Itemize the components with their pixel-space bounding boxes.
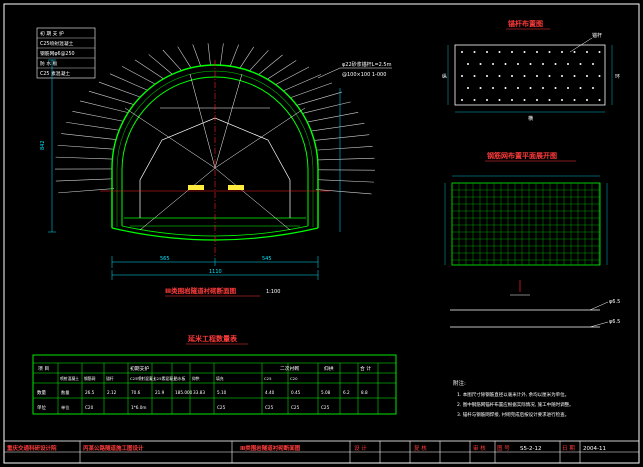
- half-width-right: 545: [262, 256, 272, 262]
- table-group-header: 合 计: [360, 365, 371, 372]
- legend-item: 钢筋网φ6@250: [40, 50, 75, 57]
- table-row-label: 单位: [37, 404, 46, 411]
- table-cell: C20: [85, 405, 94, 410]
- tb-org: 重庆交通科研设计院: [7, 444, 57, 452]
- table-cell: C25: [291, 405, 300, 410]
- lining-inner: [121, 76, 309, 226]
- table-row-label: 数量: [37, 389, 46, 396]
- bolt-note: φ22砂浆锚杆L=2.5m: [342, 61, 392, 68]
- table-cell: 6.2: [343, 390, 350, 395]
- tb-drawing: Ⅲ类围岩隧道衬砌断面图: [240, 444, 301, 452]
- table-sub-header: 锚杆: [106, 376, 114, 381]
- table-cell: 4.40: [265, 390, 275, 395]
- table-group-header: 项 目: [38, 366, 49, 372]
- table-sub-header: C25喷射混凝土: [130, 376, 157, 381]
- legend-item: 防 水 板: [40, 60, 58, 67]
- bolt-label-ring: 环: [615, 74, 620, 80]
- notes: 附注: 1. 本图尺寸除钢筋直径以毫米计外, 余均以厘米为单位。 2. 图中钢筋…: [453, 379, 574, 418]
- table-sub-header: C25: [264, 376, 272, 381]
- quantity-table-title: 延米工程数量表: [187, 334, 238, 343]
- table-cell: 5.10: [217, 390, 227, 395]
- table-cell: 185.000: [175, 390, 193, 395]
- table-cell: C25: [321, 405, 330, 410]
- note-line-3: 3. 锚杆与钢筋网焊接, 衬砌完成后按设计要求进行检查。: [457, 411, 569, 418]
- table-cell: 单位: [61, 404, 69, 411]
- table-sub-header: 填充: [216, 376, 224, 381]
- tb-design: 设 计: [354, 444, 367, 452]
- table-cell: 数量: [61, 389, 69, 396]
- title-block: 重庆交通科研设计院 丙某公路隧道施工图设计 Ⅲ类围岩隧道衬砌断面图 设 计 复 …: [3, 440, 640, 464]
- tb-project: 丙某公路隧道施工图设计: [83, 444, 144, 452]
- table-cell: 33.83: [193, 390, 205, 395]
- mesh-note-2: φ6.5: [609, 319, 620, 325]
- table-sub-header: C25素混凝土: [154, 376, 177, 381]
- mesh-plan-title: 钢筋网布置平面展开图: [487, 151, 557, 160]
- table-cell: 26.5: [85, 390, 95, 395]
- table-group-header: 二次衬砌: [280, 365, 299, 372]
- table-cell: C25: [265, 405, 274, 410]
- half-width-left: 565: [160, 256, 170, 262]
- bolt-layout: 锚杆布置图 锚杆 纵 横 环: [442, 19, 620, 122]
- note-line-1: 1. 本图尺寸除钢筋直径以毫米计外, 余均以厘米为单位。: [457, 391, 569, 398]
- table-cell: 1*6.0m: [131, 405, 147, 410]
- table-sub-header: 防水板: [174, 376, 186, 381]
- table-sub-header: 仰拱: [192, 376, 200, 381]
- table-cell: 5.08: [321, 390, 331, 395]
- mesh-plan: 钢筋网布置平面展开图 φ6.5 φ6.5: [444, 151, 620, 328]
- bolt-label: 锚杆: [592, 32, 602, 39]
- height-dimension: 842: [40, 140, 46, 150]
- tb-review: 审 核: [473, 444, 486, 452]
- table-sub-header: 喷射混凝土: [60, 376, 79, 381]
- legend-item: C25 素混凝土: [40, 70, 70, 77]
- tb-date-label: 日 期: [562, 445, 575, 452]
- table-cell: 8.8: [361, 390, 368, 395]
- mesh-note: @100×100 1-000: [342, 72, 386, 78]
- tb-check: 复 核: [414, 444, 427, 452]
- bolt-label-transverse: 横: [528, 115, 533, 122]
- tb-drawing-no: S5-2-12: [520, 446, 541, 452]
- table-cell: 70.6: [131, 390, 141, 395]
- legend-item: 初 期 支 护: [40, 30, 64, 37]
- table-cell: 2.12: [107, 390, 117, 395]
- mesh-note-1: φ6.5: [609, 299, 620, 305]
- legend-item: C25喷射混凝土: [40, 40, 74, 47]
- table-cell: 21.9: [155, 390, 165, 395]
- table-group-header: 仰拱: [324, 365, 334, 372]
- table-cell: C25: [217, 405, 226, 410]
- dimension-lines: [48, 59, 341, 280]
- tb-date: 2004-11: [583, 446, 606, 452]
- table-cell: 0.45: [291, 390, 301, 395]
- tunnel-section: φ22砂浆锚杆L=2.5m @100×100 1-000 1110 565 54…: [40, 43, 392, 297]
- table-group-header: 初期支护: [130, 365, 149, 372]
- section-scale: 1:100: [266, 289, 280, 295]
- table-sub-header: 钢筋网: [84, 376, 96, 381]
- tb-drawing-no-label: 图 号: [497, 444, 510, 452]
- table-sub-header: C20: [290, 376, 298, 381]
- notes-heading: 附注:: [453, 379, 466, 387]
- radius-lines: [124, 73, 306, 231]
- note-line-2: 2. 图中钢筋网锚杆布置应根据实际情况, 施工中随时调整。: [457, 401, 574, 408]
- section-title: Ⅲ类围岩隧道衬砌断面图: [165, 286, 237, 295]
- width-dimension: 1110: [209, 269, 222, 275]
- bolt-layout-title: 锚杆布置图: [508, 19, 543, 28]
- bolt-label-longitudinal: 纵: [442, 74, 447, 80]
